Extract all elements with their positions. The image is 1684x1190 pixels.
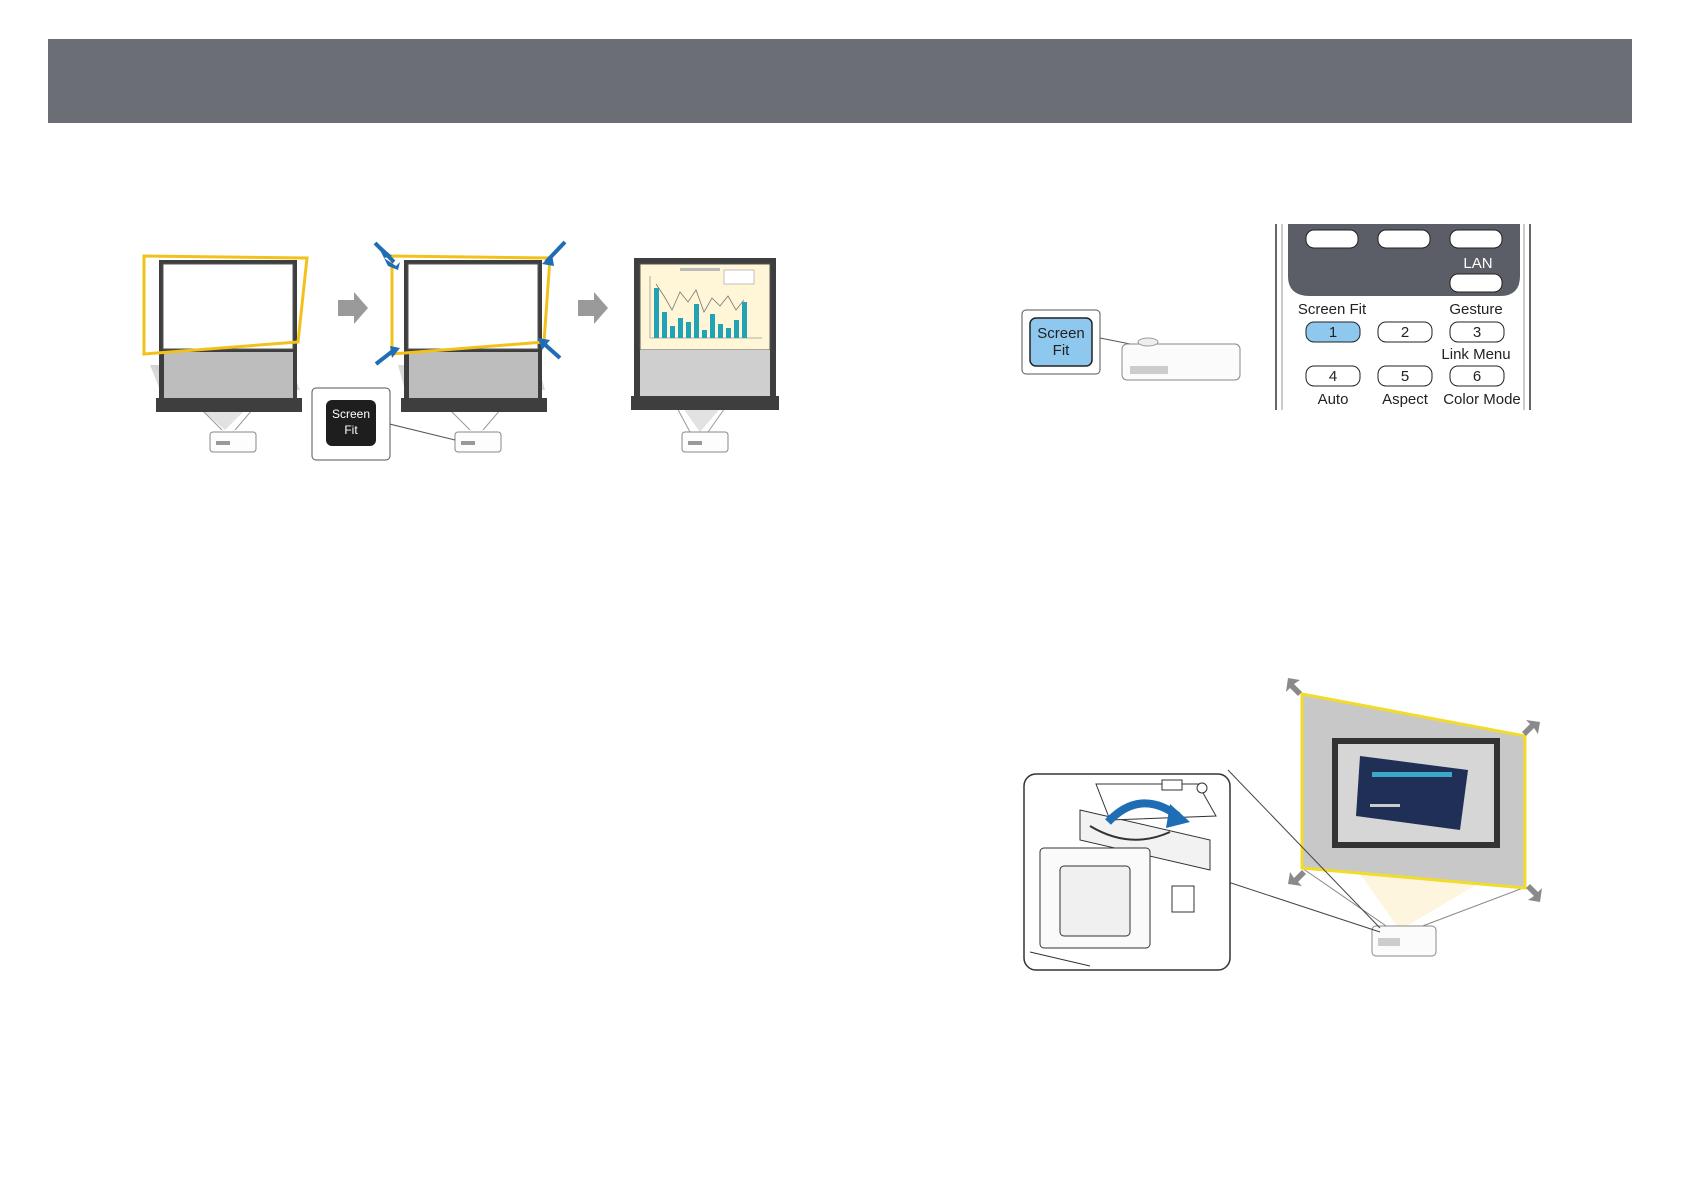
label-gesture: Gesture — [1449, 301, 1502, 318]
panel-before-adjust — [144, 256, 307, 452]
remote-control-figure: Screen Fit LAN Screen Fit Gesture 1 2 3 … — [1020, 220, 1550, 410]
label-screen-fit: Screen Fit — [1298, 301, 1367, 318]
remote-key-blank — [1450, 230, 1502, 248]
callout-line1: Screen — [1037, 325, 1085, 342]
remote-key-blank — [1306, 230, 1358, 248]
screen-fit-button-line1: Screen — [332, 407, 370, 421]
panel-after-adjust — [631, 258, 779, 452]
projection-screen — [163, 264, 293, 349]
label-auto: Auto — [1318, 391, 1349, 408]
lan-label: LAN — [1463, 255, 1492, 272]
header-bar — [48, 39, 1632, 123]
zoom-ring-callout — [1024, 774, 1230, 970]
screen-fit-button-line2: Fit — [344, 423, 358, 437]
remote-key-blank — [1378, 230, 1430, 248]
key-1-label: 1 — [1329, 324, 1337, 341]
key-2-label: 2 — [1401, 324, 1409, 341]
label-link-menu: Link Menu — [1441, 346, 1510, 363]
key-3-label: 3 — [1473, 324, 1481, 341]
callout-line2: Fit — [1053, 342, 1070, 359]
projector — [1122, 344, 1240, 380]
screen-fit-sequence-figure: Screen Fit — [140, 240, 780, 460]
lens — [1060, 866, 1130, 936]
arrow-right-icon — [578, 292, 608, 324]
key-6-label: 6 — [1473, 368, 1481, 385]
key-4-label: 4 — [1329, 368, 1337, 385]
label-aspect: Aspect — [1382, 391, 1429, 408]
zoom-adjust-figure — [1020, 670, 1550, 970]
arrow-right-icon — [338, 292, 368, 324]
key-5-label: 5 — [1401, 368, 1409, 385]
label-color-mode: Color Mode — [1443, 391, 1521, 408]
panel-adjusting: Screen Fit — [312, 242, 565, 460]
remote-control: LAN Screen Fit Gesture 1 2 3 Link Menu 4… — [1276, 224, 1530, 410]
lan-key — [1450, 274, 1502, 292]
